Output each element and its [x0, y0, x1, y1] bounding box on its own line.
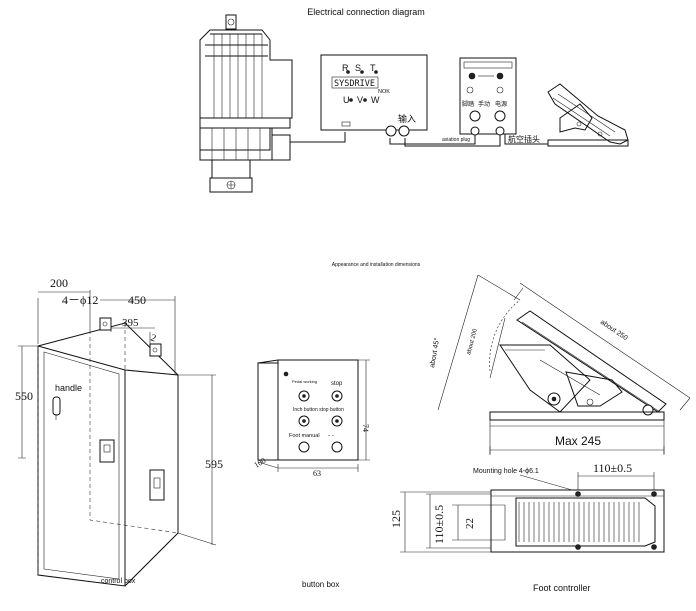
bb-dim-63: 63 — [313, 469, 321, 478]
fc-dim-125: 125 — [389, 510, 403, 528]
cb-dim-395: 395 — [122, 317, 139, 329]
fc-dim-110-top: 110±0.5 — [593, 461, 632, 475]
electrical-foot-pedal — [547, 83, 629, 147]
button-box-caption: button box — [302, 580, 339, 589]
bb-pedal-label: Pedal working — [292, 379, 317, 384]
electrical-diagram-title: Electrical connection diagram — [307, 7, 425, 17]
cb-dim-hole: 4－ϕ12 — [62, 293, 98, 307]
sysdrive-inverter-box: R S T SYSDRIVE NOK U V W 输入 — [320, 54, 428, 137]
bb-dim-74: 74 — [361, 424, 370, 432]
terminal-w: W — [371, 95, 380, 105]
fc-mounting-hole: Mounting hole 4-ϕ6.1 — [473, 468, 539, 475]
terminal-v: V — [357, 95, 363, 105]
fc-dim-110-side: 110±0.5 — [432, 505, 446, 544]
terminal-t: T — [370, 63, 376, 73]
electrical-control-box: 脚踏 手动 电源 — [459, 57, 517, 136]
control-box-caption: control box — [101, 578, 136, 585]
nok-label: NOK — [378, 89, 390, 95]
fc-dim-22: 22 — [464, 518, 476, 529]
aviation-plug-cn-label: 航空插头 — [508, 134, 540, 144]
cb-dim-595: 595 — [205, 457, 223, 471]
fc-about-45: about 45° — [428, 337, 441, 368]
sysdrive-label: SYSDRIVE — [334, 79, 375, 89]
cb-dim-450: 450 — [128, 293, 146, 307]
button-box-drawing — [257, 359, 359, 461]
terminal-u: U — [343, 95, 350, 105]
fc-about-250: about 250 — [599, 319, 629, 342]
cb-dim-550: 550 — [15, 389, 33, 403]
terminal-r: R — [342, 63, 349, 73]
fc-max-245: Max 245 — [555, 434, 601, 448]
fc-about-200: about 200 — [466, 328, 479, 356]
appearance-title: Appearance and installation dimensions — [332, 262, 421, 268]
bb-foot-manual-label: Foot manual — [289, 433, 320, 439]
cb-handle-label: handle — [55, 383, 82, 393]
svg-text:- -: - - — [328, 433, 334, 439]
ctrl-label-manual: 手动 — [478, 100, 490, 108]
ctrl-label-pedal: 脚踏 — [462, 100, 474, 108]
bb-stop-label: stop — [331, 381, 343, 387]
foot-controller-side-view — [437, 274, 691, 455]
foot-controller-bottom-view — [490, 489, 665, 553]
ctrl-label-power: 电源 — [495, 100, 507, 108]
cb-dim-2: 2 — [149, 332, 157, 344]
terminal-s: S — [355, 63, 361, 73]
cb-dim-200: 200 — [50, 276, 68, 290]
bb-inch-label: Inch button stop button — [293, 407, 344, 413]
aviation-plug-label: aviation plug — [442, 137, 470, 143]
input-label: 输入 — [398, 113, 416, 124]
bb-dim-100: 100 — [253, 456, 268, 470]
motor-drawing — [199, 14, 293, 193]
foot-controller-caption: Foot controller — [533, 583, 591, 593]
control-box-drawing — [37, 317, 179, 587]
